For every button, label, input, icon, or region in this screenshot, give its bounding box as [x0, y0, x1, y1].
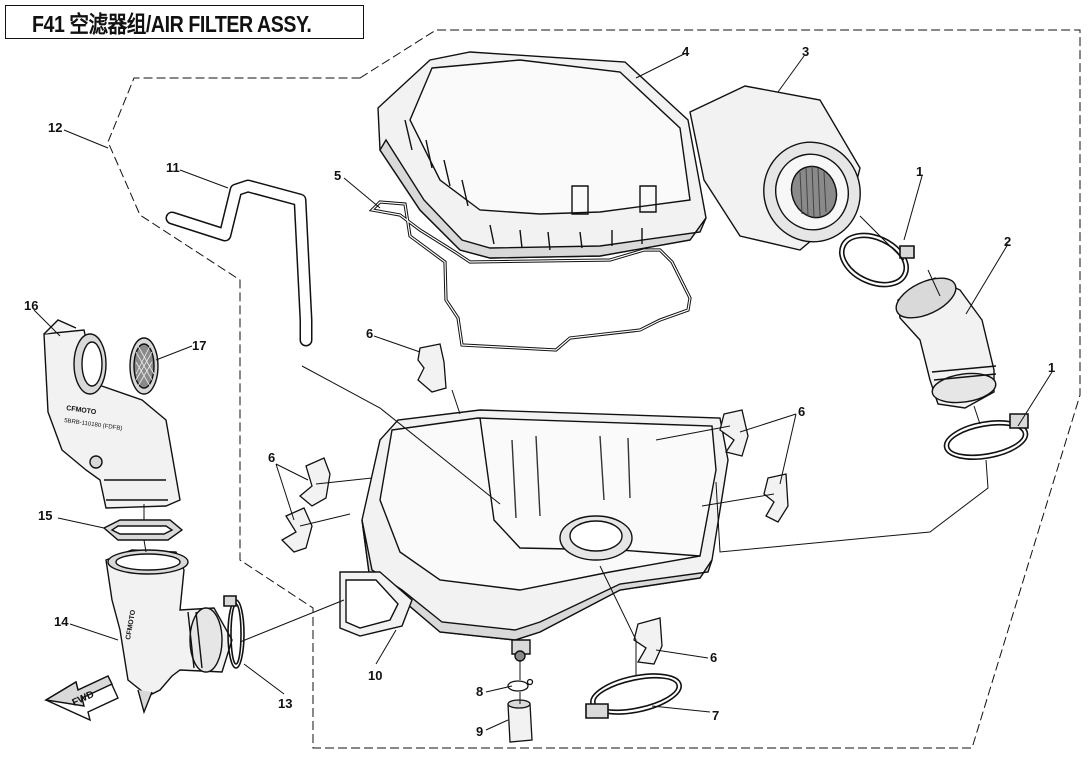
callout-13: 13 [278, 696, 292, 711]
leader-17 [155, 345, 193, 361]
part-6-clip-right-lower [764, 474, 788, 522]
callout-1-upper: 1 [916, 164, 923, 179]
page-title: F41 空滤器组/AIR FILTER ASSY. [32, 11, 312, 37]
callout-1-lower: 1 [1048, 360, 1055, 375]
callout-9: 9 [476, 724, 483, 739]
leader-4 [635, 53, 685, 79]
part-16-intake-duct [44, 320, 180, 508]
assembly-group-outline [107, 29, 1081, 749]
leader-10 [375, 629, 397, 665]
leader-6-right [739, 413, 797, 485]
leader-7 [651, 705, 711, 713]
callout-15: 15 [38, 508, 52, 523]
part-1-clamp-lower [942, 414, 1031, 465]
callout-4: 4 [682, 44, 690, 59]
callout-16: 16 [24, 298, 38, 313]
callout-6-left: 6 [268, 450, 275, 465]
callout-6-right: 6 [798, 404, 805, 419]
part-4-airbox-cover [378, 52, 706, 258]
part-1-clamp-upper [831, 223, 917, 297]
callout-10: 10 [368, 668, 382, 683]
leader-16 [33, 309, 61, 337]
part-13-clamp [224, 596, 244, 668]
part-3-filter-element [690, 86, 874, 255]
leader-13 [243, 663, 285, 695]
leader-11 [179, 169, 229, 189]
leader-14 [69, 623, 119, 641]
title-box: F41 空滤器组/AIR FILTER ASSY. [5, 5, 364, 39]
part-6-clip-left-upper [300, 458, 330, 506]
part-8-small-clamp [508, 680, 533, 692]
part-2-intake-boot [890, 270, 997, 408]
callout-5: 5 [334, 168, 341, 183]
part-6-clip-right-upper [720, 410, 748, 456]
part-17-filter-screen [130, 338, 158, 394]
callout-6-bottom: 6 [710, 650, 717, 665]
leader-5 [343, 177, 381, 209]
part-6-clip-top [418, 344, 446, 392]
callout-8: 8 [476, 684, 483, 699]
fwd-arrow-icon [46, 676, 118, 720]
leader-15 [57, 517, 105, 529]
callout-6-top: 6 [366, 326, 373, 341]
part-11-breather-hose [172, 186, 306, 340]
leader-2 [965, 243, 1009, 315]
leader-6-bottom [655, 649, 709, 659]
callout-11: 11 [166, 160, 180, 175]
part-15-seal-ring [104, 520, 182, 540]
part-6-clip-left-lower [282, 508, 312, 552]
callout-17: 17 [192, 338, 206, 353]
part-10-airbox-base [340, 410, 728, 661]
part-9-drain-tube [508, 700, 532, 742]
leader-1-lower [1017, 371, 1053, 427]
part-7-clamp [586, 667, 685, 721]
part-5-gasket [372, 202, 690, 350]
callout-14: 14 [54, 614, 69, 629]
leader-9 [485, 719, 509, 731]
leader-lines [33, 53, 1053, 731]
leader-12 [63, 129, 109, 149]
leader-6-top [373, 335, 421, 353]
callout-2: 2 [1004, 234, 1011, 249]
callouts: 1 1 2 3 4 5 6 6 6 6 7 8 9 10 11 12 13 14… [24, 44, 1055, 739]
part-16-brand-text: CFMOTO [66, 405, 97, 416]
leader-3 [777, 55, 805, 93]
leader-6-left [275, 463, 309, 521]
leader-8 [485, 685, 513, 693]
part-6-clip-bottom [634, 618, 662, 664]
part-14-intake-adapter [106, 550, 232, 712]
leader-1-upper [903, 175, 923, 241]
callout-12: 12 [48, 120, 62, 135]
callout-3: 3 [802, 44, 809, 59]
callout-7: 7 [712, 708, 719, 723]
